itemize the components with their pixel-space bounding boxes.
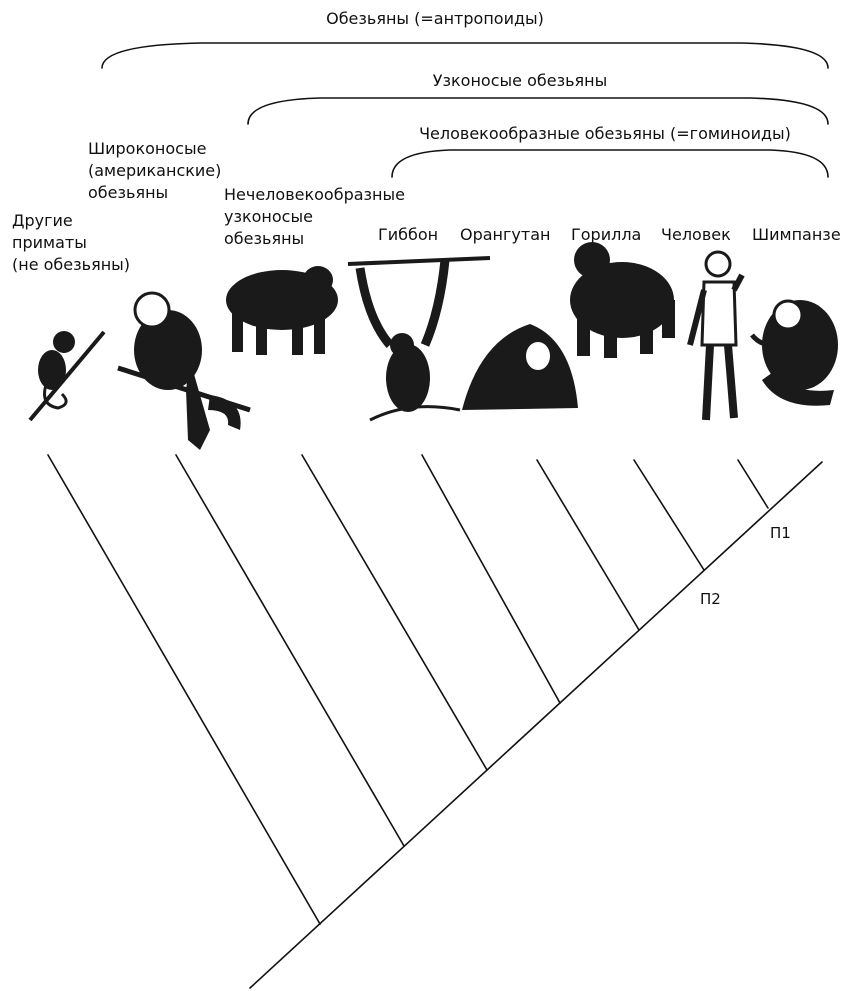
gorilla-icon <box>570 242 675 358</box>
taxon-label-other-primates-2: приматы <box>12 233 87 252</box>
taxon-label-gorilla: Горилла <box>571 225 641 244</box>
human-statue-icon <box>690 252 742 420</box>
taxon-label-human: Человек <box>661 225 731 244</box>
group-label-anthropoids: Обезьяны (=антропоиды) <box>326 9 544 28</box>
branch-old-world-monkeys <box>302 455 487 770</box>
node-label-p2: П2 <box>700 590 721 608</box>
node-label-p1: П1 <box>770 524 791 542</box>
chimpanzee-icon <box>752 300 838 406</box>
branch-other-primates <box>48 455 320 924</box>
phylogenetic-tree <box>48 455 822 988</box>
baboon-icon <box>226 266 338 355</box>
taxon-label-orangutan: Орангутан <box>460 225 550 244</box>
group-label-hominoids: Человекообразные обезьяны (=гоминоиды) <box>419 124 791 143</box>
branch-gibbon <box>422 455 560 703</box>
monkey-icon <box>118 293 250 450</box>
tree-trunk <box>250 462 822 988</box>
taxon-label-chimpanzee: Шимпанзе <box>752 225 841 244</box>
branch-human <box>738 460 768 508</box>
taxon-label-other-primates-1: Другие <box>12 211 73 230</box>
taxon-label-old-world-monkeys-1: Нечеловекообразные <box>224 185 405 204</box>
group-label-catarrhines: Узконосые обезьяны <box>433 71 607 90</box>
orangutan-icon <box>462 324 578 410</box>
taxon-label-platyrrhines-2: (американские) <box>88 161 221 180</box>
tarsier-icon <box>30 331 104 420</box>
brace-anthropoids <box>102 43 828 68</box>
taxon-label-gibbon: Гиббон <box>378 225 438 244</box>
taxon-label-old-world-monkeys-2: узконосые <box>224 207 313 226</box>
branch-platyrrhines <box>176 455 404 846</box>
branch-gorilla <box>634 460 704 570</box>
taxon-label-old-world-monkeys-3: обезьяны <box>224 229 304 248</box>
branch-orangutan <box>537 460 639 630</box>
taxon-label-other-primates-3: (не обезьяны) <box>12 255 130 274</box>
taxon-label-platyrrhines-1: Широконосые <box>88 139 206 158</box>
taxon-label-platyrrhines-3: обезьяны <box>88 183 168 202</box>
brace-hominoids <box>392 150 828 177</box>
brace-catarrhines <box>248 98 828 124</box>
